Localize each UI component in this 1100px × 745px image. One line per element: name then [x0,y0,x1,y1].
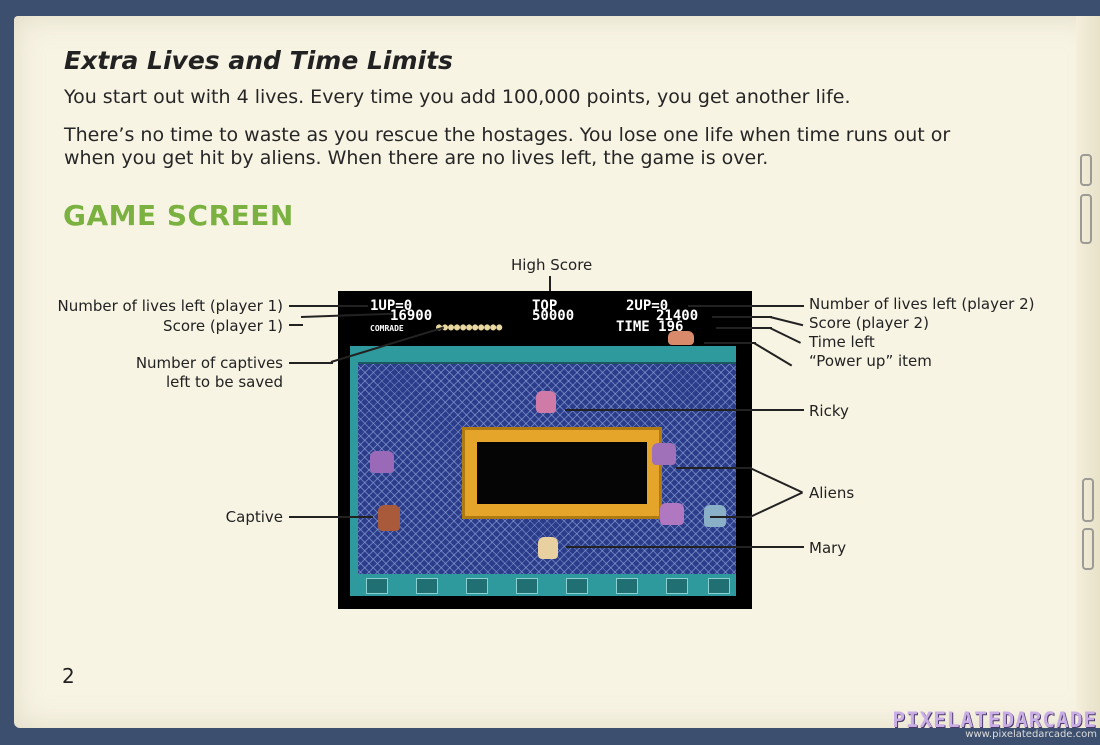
label-ricky: Ricky [809,402,849,420]
hud-p1-score: 16900 [390,308,433,324]
label-captives-line1: Number of captives [135,354,283,372]
label-aliens: Aliens [809,484,855,502]
watermark-url: www.pixelatedarcade.com [965,729,1097,740]
hud-p2-score: 21400 [656,308,699,324]
hud-top-label: TOP [532,298,558,314]
leader-line [549,276,551,291]
hud-p2-lives: 2UP=0 [626,298,669,314]
leader-line [688,305,804,307]
label-lives-p1: Number of lives left (player 1) [57,297,283,315]
label-score-p2: Score (player 2) [809,314,929,332]
leader-line [289,516,373,518]
binder-clip [1082,528,1094,570]
central-pit [462,427,662,519]
leader-line [704,342,756,344]
wall-cell [566,578,588,594]
label-score-p1: Score (player 1) [163,317,283,335]
paragraph-lives: You start out with 4 lives. Every time y… [64,86,851,108]
label-time-left: Time left [809,333,875,351]
label-captive: Captive [225,508,283,526]
wall-cell [366,578,388,594]
leader-line [676,467,752,469]
wall-cell [516,578,538,594]
wall-left [350,346,358,596]
label-power-up: “Power up” item [809,352,932,370]
section-heading-extra-lives: Extra Lives and Time Limits [64,46,453,75]
wall-top [350,346,736,364]
binder-clip [1082,478,1094,522]
hud-top-score: 50000 [532,308,575,324]
wall-cell [616,578,638,594]
ricky-sprite [536,391,556,413]
power-up-item [668,331,694,345]
label-captives-line2: left to be saved [165,373,283,391]
alien-sprite [660,503,684,525]
leader-line [565,409,804,411]
page-number: 2 [62,664,75,688]
wall-cell [708,578,730,594]
alien-sprite [652,443,676,465]
pit-hole [477,442,647,504]
leader-line [289,362,333,364]
hud-comrade-label: COMRADE [370,324,404,333]
leader-line [566,546,804,548]
hud-captive-counter: ●●●●●●●●●●● [436,322,503,333]
wall-cell [416,578,438,594]
paragraph-time-line1: There’s no time to waste as you rescue t… [64,124,951,146]
label-mary: Mary [809,539,847,557]
alien-sprite [370,451,394,473]
watermark-title: PIXELATEDARCADE [892,708,1097,732]
hud-p1-lives: 1UP=0 [370,298,413,314]
leader-line [289,324,303,326]
wall-bottom [350,574,736,596]
leader-line [712,316,772,318]
label-lives-p2: Number of lives left (player 2) [809,295,1035,313]
wall-cell [466,578,488,594]
hud-time: TIME 196 [616,319,684,335]
section-heading-game-screen: GAME SCREEN [63,199,294,232]
label-high-score: High Score [511,256,593,274]
mary-sprite [538,537,558,559]
wall-cell [666,578,688,594]
paragraph-time-line2: when you get hit by aliens. When there a… [64,147,769,169]
binder-clip [1080,154,1092,186]
game-screenshot: 1UP=0 16900 TOP 50000 2UP=0 21400 TIME 1… [338,291,752,609]
captive-sprite [378,505,400,531]
manual-page: Extra Lives and Time Limits You start ou… [14,16,1100,728]
binder-clip [1080,194,1092,244]
leader-line [289,305,368,307]
watermark: PIXELATEDARCADE www.pixelatedarcade.com [892,708,1097,740]
leader-line [710,516,752,518]
leader-line [716,327,772,329]
page-edge [1076,16,1100,728]
